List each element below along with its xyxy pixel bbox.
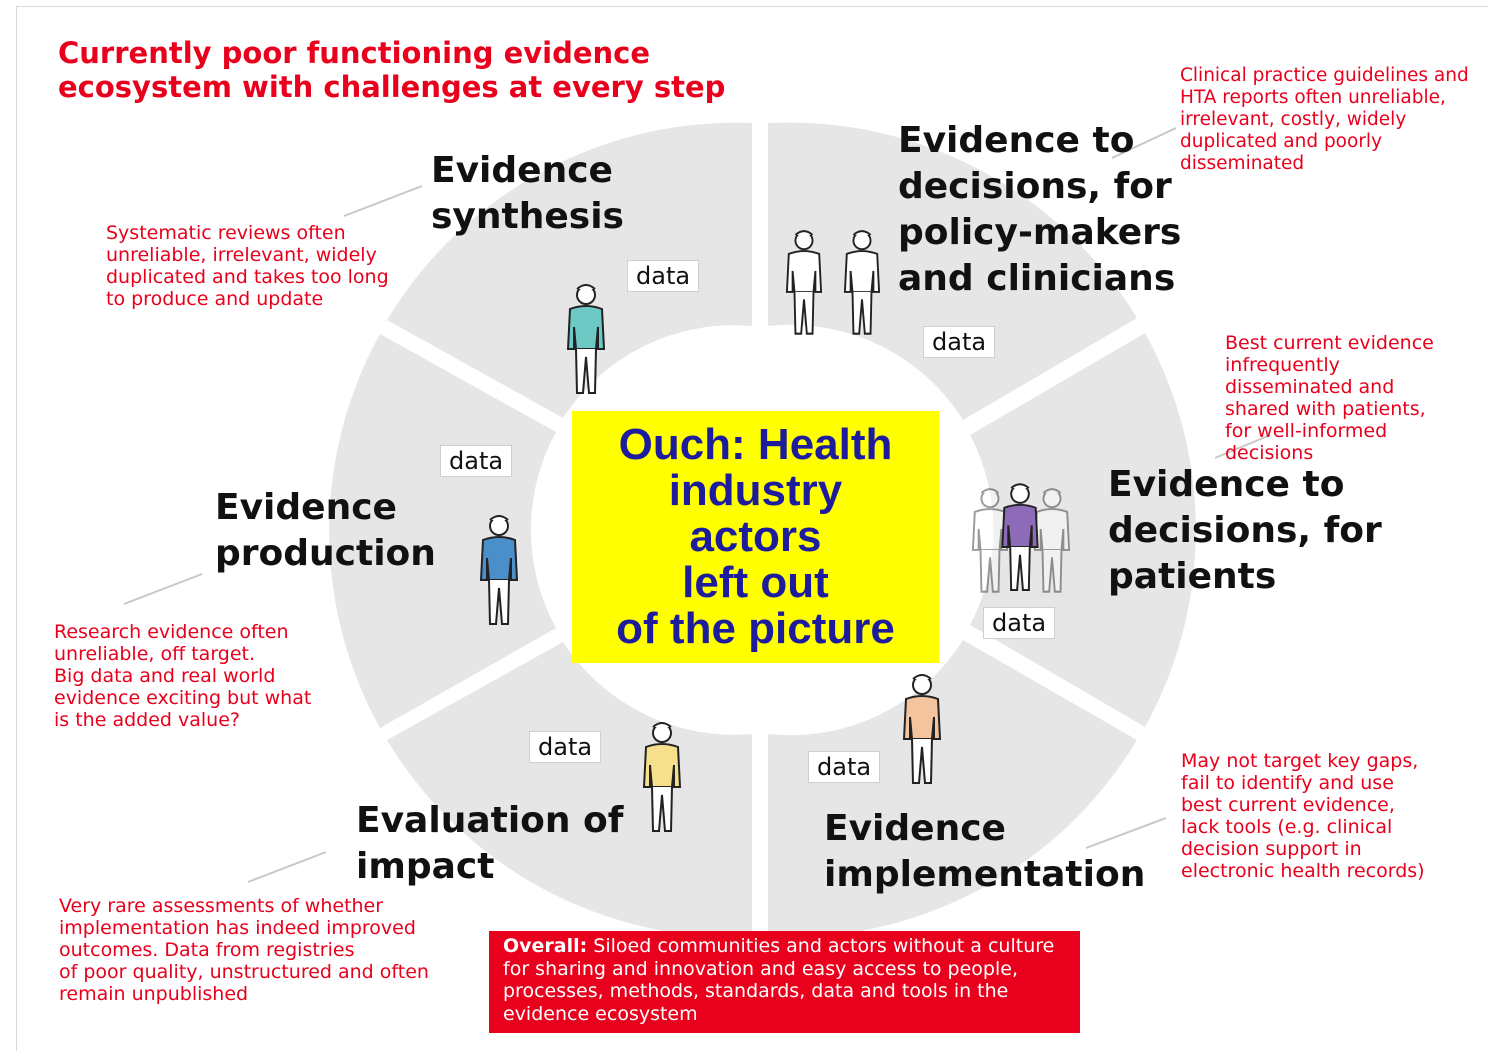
note-line: disseminated and	[1225, 376, 1395, 398]
note-implementation: May not target key gaps, fail to identif…	[1181, 750, 1425, 882]
wheel-segment-policy	[768, 122, 1137, 420]
note-line: of poor quality, unstructured and often	[59, 961, 429, 983]
note-line: remain unpublished	[59, 983, 249, 1005]
center-line: industry	[668, 466, 843, 515]
note-synthesis: Systematic reviews often unreliable, irr…	[106, 222, 389, 310]
wheel-segment-evaluation	[387, 642, 752, 938]
data-chip-production: data	[440, 445, 513, 477]
note-line: HTA reports often unreliable,	[1180, 87, 1446, 108]
data-chip-evaluation: data	[529, 731, 602, 763]
wheel-segment-implementation	[768, 640, 1137, 938]
wheel-segment-production	[329, 334, 556, 728]
stage-label-implementation: Evidence implementation	[824, 806, 1145, 898]
stage-label-production: Evidence production	[215, 485, 436, 577]
stage-label-line: decisions, for	[898, 166, 1172, 207]
stage-label-line: synthesis	[431, 196, 624, 237]
note-line: Best current evidence	[1225, 332, 1434, 354]
data-chip-policy: data	[923, 326, 996, 358]
stage-label-line: Evidence to	[898, 120, 1135, 161]
stage-label-line: Evaluation of	[356, 800, 624, 841]
note-line: Systematic reviews often	[106, 222, 346, 244]
frame-top-border	[16, 6, 1488, 7]
note-line: Research evidence often	[54, 621, 289, 643]
note-production: Research evidence often unreliable, off …	[54, 621, 311, 731]
stage-label-line: and clinicians	[898, 258, 1176, 299]
stage-label-line: Evidence	[431, 150, 613, 191]
stage-label-line: patients	[1108, 556, 1277, 597]
note-line: is the added value?	[54, 709, 240, 731]
note-policy: Clinical practice guidelines and HTA rep…	[1180, 65, 1469, 175]
overall-summary-box: Overall: Siloed communities and actors w…	[489, 931, 1080, 1033]
note-line: disseminated	[1180, 153, 1305, 174]
leader-line-implementation	[1085, 817, 1167, 849]
data-chip-synthesis: data	[627, 260, 700, 292]
stage-label-line: Evidence to	[1108, 464, 1345, 505]
overall-lead: Overall:	[503, 935, 588, 957]
stage-label-patients: Evidence to decisions, for patients	[1108, 462, 1382, 600]
leader-line-policy	[1111, 127, 1177, 159]
note-line: irrelevant, costly, widely	[1180, 109, 1407, 130]
stage-label-line: Evidence	[824, 808, 1006, 849]
stage-label-line: implementation	[824, 854, 1146, 895]
note-line: evidence exciting but what	[54, 687, 312, 709]
leader-line-patients	[1214, 435, 1269, 459]
frame-left-border	[16, 6, 17, 1051]
note-line: shared with patients,	[1225, 398, 1426, 420]
note-line: infrequently	[1225, 354, 1340, 376]
note-line: Clinical practice guidelines and	[1180, 65, 1469, 86]
note-patients: Best current evidence infrequently disse…	[1225, 332, 1434, 464]
center-line: Ouch: Health	[618, 420, 893, 469]
center-line: left out	[682, 558, 829, 607]
center-line: actors	[689, 512, 822, 561]
note-line: electronic health records)	[1181, 860, 1425, 882]
stage-label-line: impact	[356, 846, 495, 887]
stage-label-line: production	[215, 533, 436, 574]
note-line: Big data and real world	[54, 665, 276, 687]
note-line: lack tools (e.g. clinical	[1181, 816, 1393, 838]
overall-text: Siloed communities and actors without a …	[503, 935, 1055, 1025]
data-chip-patients: data	[983, 607, 1056, 639]
stage-label-line: Evidence	[215, 487, 397, 528]
leader-line-evaluation	[247, 851, 327, 883]
title-line-2: ecosystem with challenges at every step	[58, 70, 726, 104]
leader-line-synthesis	[343, 185, 423, 217]
note-line: to produce and update	[106, 288, 324, 310]
note-evaluation: Very rare assessments of whether impleme…	[59, 895, 429, 1005]
leader-line-production	[123, 573, 203, 605]
stage-label-line: policy-makers	[898, 212, 1182, 253]
note-line: unreliable, irrelevant, widely	[106, 244, 377, 266]
note-line: best current evidence,	[1181, 794, 1395, 816]
center-line: of the picture	[616, 604, 895, 653]
evidence-wheel	[329, 122, 1196, 938]
note-line: fail to identify and use	[1181, 772, 1394, 794]
data-chip-implementation: data	[808, 751, 881, 783]
note-line: implementation has indeed improved	[59, 917, 416, 939]
note-line: duplicated and takes too long	[106, 266, 389, 288]
diagram-title: Currently poor functioning evidence ecos…	[58, 36, 725, 104]
stage-label-synthesis: Evidence synthesis	[431, 148, 624, 240]
stage-label-line: decisions, for	[1108, 510, 1382, 551]
note-line: outcomes. Data from registries	[59, 939, 355, 961]
stage-label-evaluation: Evaluation of impact	[356, 798, 623, 890]
note-line: decisions	[1225, 442, 1314, 464]
note-line: for well-informed	[1225, 420, 1388, 442]
note-line: Very rare assessments of whether	[59, 895, 384, 917]
note-line: May not target key gaps,	[1181, 750, 1419, 772]
note-line: duplicated and poorly	[1180, 131, 1383, 152]
title-line-1: Currently poor functioning evidence	[58, 36, 651, 70]
note-line: unreliable, off target.	[54, 643, 256, 665]
wheel-segment-synthesis	[387, 122, 752, 418]
note-line: decision support in	[1181, 838, 1362, 860]
center-callout: Ouch: Health industry actors left out of…	[572, 411, 939, 663]
stage-label-policy: Evidence to decisions, for policy-makers…	[898, 118, 1181, 302]
